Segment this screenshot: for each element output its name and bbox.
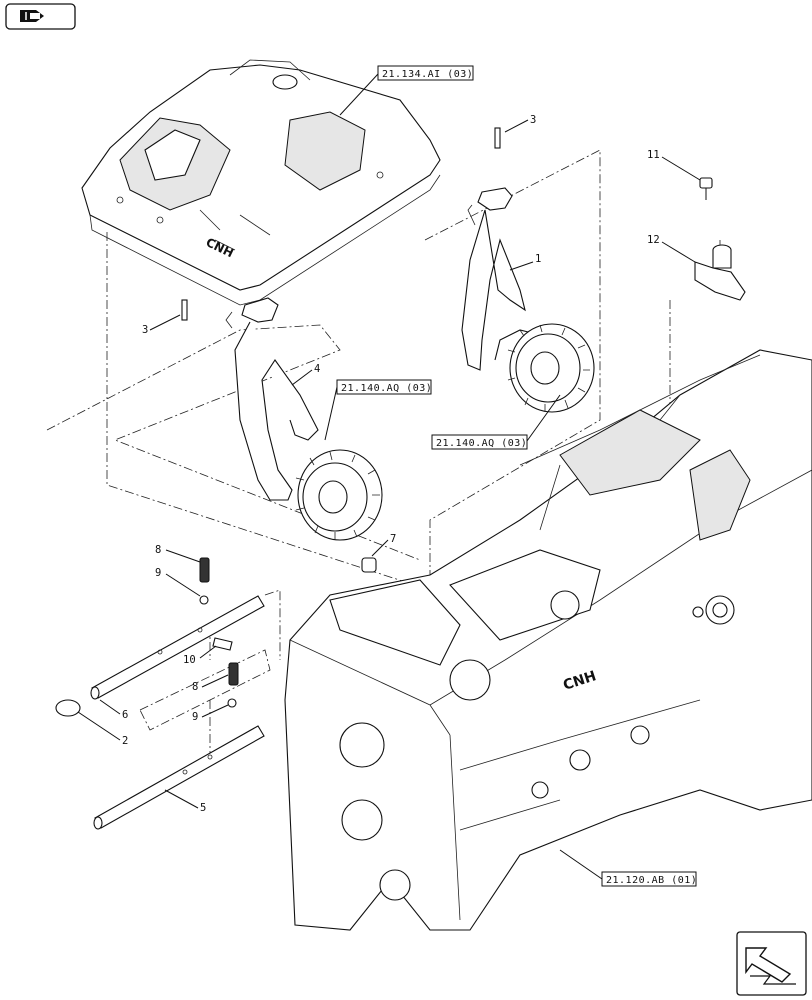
svg-text:6: 6 bbox=[122, 709, 128, 721]
svg-text:21.140.AQ (03): 21.140.AQ (03) bbox=[341, 383, 432, 394]
bracket-12 bbox=[694, 244, 746, 301]
pin-3-left bbox=[181, 299, 188, 321]
book-back-icon[interactable] bbox=[5, 3, 76, 30]
shift-fork-4 bbox=[225, 297, 319, 501]
svg-text:2: 2 bbox=[122, 735, 128, 747]
plug-7 bbox=[361, 557, 377, 573]
svg-text:8: 8 bbox=[155, 544, 161, 556]
shaft-5 bbox=[93, 725, 265, 830]
svg-text:11: 11 bbox=[647, 149, 660, 161]
svg-text:1: 1 bbox=[535, 253, 541, 265]
callout-9-lower: 9 bbox=[192, 704, 229, 723]
cap-2 bbox=[55, 699, 81, 717]
callout-7: 7 bbox=[371, 533, 396, 557]
callout-8-upper: 8 bbox=[155, 544, 201, 563]
callout-5: 5 bbox=[164, 789, 206, 814]
svg-text:5: 5 bbox=[200, 802, 206, 814]
callout-12: 12 bbox=[647, 234, 696, 263]
ref-box-top-cover[interactable]: 21.134.AI (03) bbox=[377, 65, 474, 81]
callout-3-left: 3 bbox=[142, 314, 181, 336]
svg-text:12: 12 bbox=[647, 234, 660, 246]
ref-box-housing[interactable]: 21.120.AB (01) bbox=[601, 871, 697, 887]
pin-10 bbox=[212, 637, 233, 651]
construction-lines bbox=[46, 149, 721, 760]
svg-text:3: 3 bbox=[142, 324, 148, 336]
transmission-housing: CNH bbox=[284, 349, 812, 931]
top-cover-part: CNH bbox=[81, 59, 441, 306]
svg-text:3: 3 bbox=[530, 114, 536, 126]
svg-text:21.120.AB (01): 21.120.AB (01) bbox=[606, 875, 697, 886]
callout-3-upper: 3 bbox=[504, 114, 536, 133]
svg-text:4: 4 bbox=[314, 363, 320, 375]
gear-4 bbox=[295, 449, 383, 541]
svg-text:7: 7 bbox=[390, 533, 396, 545]
pin-3-upper bbox=[494, 127, 501, 149]
callout-9-upper: 9 bbox=[155, 567, 201, 597]
callout-10: 10 bbox=[183, 645, 217, 666]
callout-1: 1 bbox=[509, 253, 541, 271]
gear-1 bbox=[507, 323, 595, 413]
svg-text:8: 8 bbox=[192, 681, 198, 693]
next-page-arrow-icon[interactable] bbox=[736, 931, 807, 996]
spring-8-upper bbox=[199, 557, 210, 583]
ball-9-lower bbox=[227, 698, 237, 708]
spring-8-lower bbox=[228, 662, 239, 686]
shaft-6 bbox=[90, 595, 265, 700]
ref-box-fork-left[interactable]: 21.140.AQ (03) bbox=[336, 379, 432, 395]
svg-text:9: 9 bbox=[192, 711, 198, 723]
callout-4: 4 bbox=[291, 363, 320, 386]
svg-text:10: 10 bbox=[183, 654, 196, 666]
callout-2: 2 bbox=[77, 711, 128, 747]
svg-text:21.140.AQ (03): 21.140.AQ (03) bbox=[436, 438, 527, 449]
ref-box-fork-right[interactable]: 21.140.AQ (03) bbox=[431, 434, 528, 450]
callout-8-lower: 8 bbox=[192, 674, 229, 693]
bolt-11 bbox=[699, 177, 713, 200]
svg-text:21.134.AI (03): 21.134.AI (03) bbox=[382, 69, 473, 80]
callout-11: 11 bbox=[647, 149, 701, 181]
svg-text:9: 9 bbox=[155, 567, 161, 579]
callout-6: 6 bbox=[99, 699, 128, 721]
ball-9-upper bbox=[199, 595, 209, 605]
